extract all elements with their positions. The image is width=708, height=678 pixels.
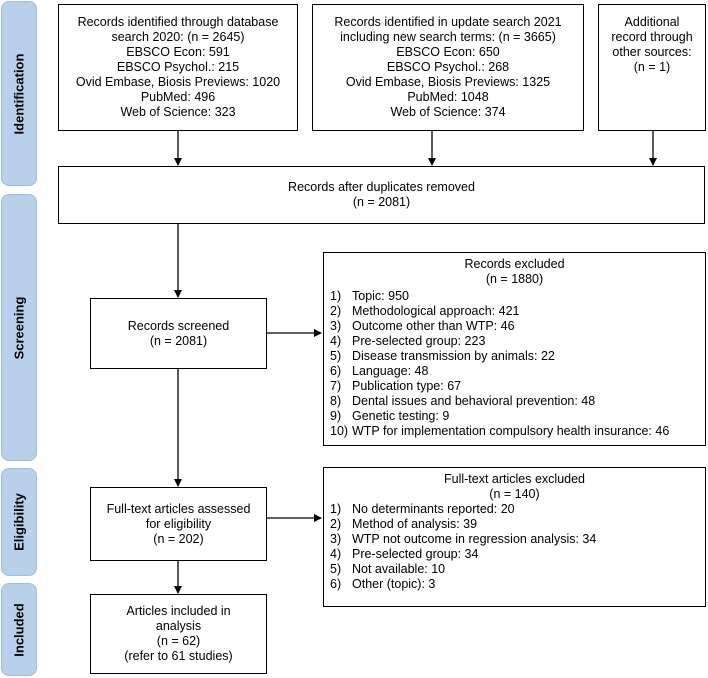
fulltext-excluded-count: (n = 140) — [489, 487, 540, 501]
other-sources-line: (n = 1) — [633, 60, 671, 74]
list-item: 5)Disease transmission by animals: 22 — [330, 349, 555, 363]
db2020-line: Web of Science: 323 — [120, 105, 236, 119]
db2020-line: Records identified through database — [77, 15, 279, 29]
excluded-title: Records excluded — [464, 257, 565, 271]
screened-title: Records screened — [127, 318, 230, 333]
list-item: 5)Not available: 10 — [330, 562, 446, 576]
db2020-line: Ovid Embase, Biosis Previews: 1020 — [75, 75, 281, 89]
list-item: 8)Dental issues and behavioral preventio… — [330, 394, 596, 408]
update2021-line: including new search terms: (n = 3665) — [340, 30, 556, 44]
stage-eligibility: Eligibility — [1, 468, 37, 576]
fulltext-count: (n = 202) — [153, 531, 204, 546]
included-studies-note: (refer to 61 studies) — [124, 649, 233, 663]
box-other-sources: Additional record through other sources:… — [598, 4, 706, 131]
list-item: 1)No determinants reported: 20 — [330, 502, 515, 516]
list-item: 2)Methodological approach: 421 — [330, 304, 520, 318]
stage-included: Included — [1, 583, 37, 676]
excluded-count: (n = 1880) — [485, 272, 544, 286]
db2020-line: search 2020: (n = 2645) — [111, 30, 245, 44]
update2021-line: EBSCO Econ: 650 — [396, 45, 500, 59]
stage-identification: Identification — [1, 1, 37, 186]
db2020-line: PubMed: 496 — [140, 90, 216, 104]
box-after-duplicates-removed: Records after duplicates removed (n = 20… — [58, 166, 705, 224]
update2021-line: Web of Science: 374 — [390, 105, 506, 119]
fulltext-line: Full-text articles assessed — [106, 501, 251, 516]
stage-screening: Screening — [1, 194, 37, 461]
screened-count: (n = 2081) — [149, 333, 208, 348]
after-duplicates-title: Records after duplicates removed — [288, 180, 475, 194]
other-sources-line: record through — [611, 30, 693, 44]
fulltext-excluded-reasons-list: 1)No determinants reported: 20 2)Method … — [330, 502, 699, 592]
list-item: 1)Topic: 950 — [330, 289, 409, 303]
included-count: (n = 62) — [156, 634, 201, 648]
included-line: Articles included in — [126, 604, 231, 618]
db2020-line: EBSCO Econ: 591 — [126, 45, 230, 59]
after-duplicates-count: (n = 2081) — [352, 195, 411, 209]
list-item: 3)WTP not outcome in regression analysis… — [330, 532, 597, 546]
list-item: 4)Pre-selected group: 34 — [330, 547, 479, 561]
box-records-screened: Records screened (n = 2081) — [90, 298, 267, 369]
update2021-line: PubMed: 1048 — [407, 90, 489, 104]
list-item: 4)Pre-selected group: 223 — [330, 334, 486, 348]
list-item: 2)Method of analysis: 39 — [330, 517, 478, 531]
box-articles-included: Articles included in analysis (n = 62) (… — [90, 594, 267, 674]
list-item: 3)Outcome other than WTP: 46 — [330, 319, 515, 333]
box-fulltext-excluded: Full-text articles excluded (n = 140) 1)… — [323, 467, 706, 607]
excluded-reasons-list: 1)Topic: 950 2)Methodological approach: … — [330, 289, 699, 439]
box-records-excluded: Records excluded (n = 1880) 1)Topic: 950… — [323, 252, 706, 446]
list-item: 6)Language: 48 — [330, 364, 429, 378]
list-item: 10)WTP for implementation compulsory hea… — [330, 424, 670, 438]
list-item: 9)Genetic testing: 9 — [330, 409, 450, 423]
db2020-line: EBSCO Psychol.: 215 — [116, 60, 240, 74]
update2021-line: Records identified in update search 2021 — [334, 15, 562, 29]
other-sources-line: Additional — [624, 15, 680, 29]
box-update-search-2021: Records identified in update search 2021… — [312, 4, 584, 131]
fulltext-excluded-title: Full-text articles excluded — [443, 472, 586, 486]
list-item: 6)Other (topic): 3 — [330, 577, 436, 591]
update2021-line: Ovid Embase, Biosis Previews: 1325 — [345, 75, 551, 89]
box-fulltext-assessed: Full-text articles assessed for eligibil… — [90, 487, 267, 561]
update2021-line: EBSCO Psychol.: 268 — [386, 60, 510, 74]
other-sources-line: other sources: — [612, 45, 692, 59]
included-line: analysis — [155, 619, 202, 633]
box-database-search-2020: Records identified through database sear… — [58, 4, 298, 131]
fulltext-line: for eligibility — [145, 516, 212, 531]
list-item: 7)Publication type: 67 — [330, 379, 462, 393]
